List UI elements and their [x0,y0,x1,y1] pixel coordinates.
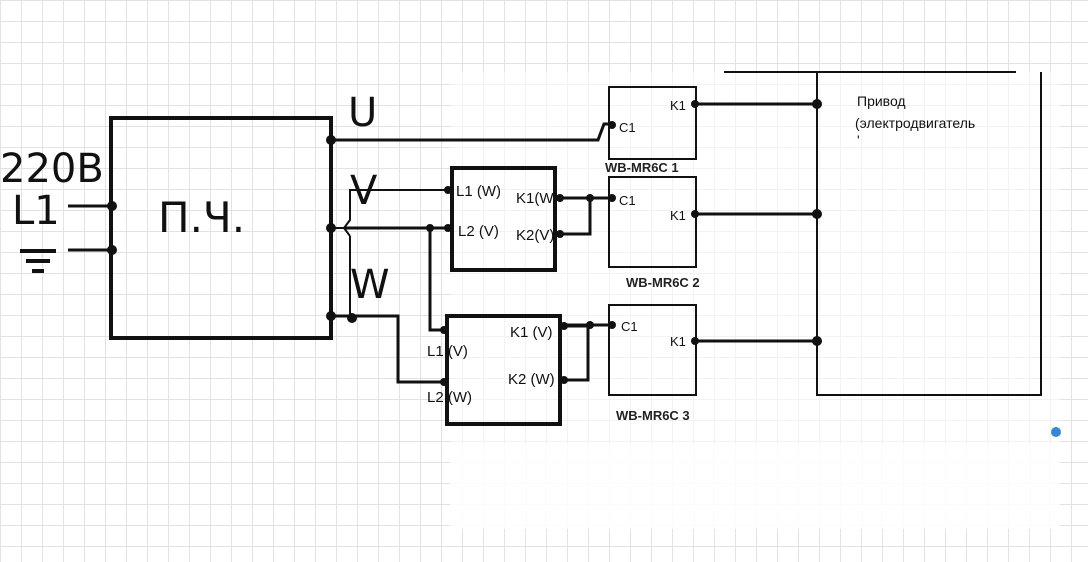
drive-box [816,72,1042,396]
reverser-2-output-junction [586,321,594,329]
reverser-1-k1-label: K1(W [516,190,554,207]
pasted-image-area [450,72,1060,444]
reverser-1-l2-label: L2 (V) [458,223,499,240]
relay-2-c1-label: C1 [619,193,636,208]
reverser-2-l2-label: L2 (W) [427,389,472,406]
reverser-2-k1-label: K1 (V) [510,324,553,341]
reverser-1-output-junction [586,194,594,202]
relay-1-box [608,86,697,160]
relay-2-box [608,176,697,268]
relay-1-k1-label: K1 [670,98,686,113]
reverser-1-k2-label: K2(V) [516,227,554,244]
pasted-image-margin [450,444,1060,529]
relay-2-name: WB-MR6C 2 [626,275,700,290]
ground-icon [20,249,56,273]
drive-label-line-3: ' [857,132,860,148]
phase-w-label: W [350,262,390,308]
supply-line-label: L1 [12,188,60,234]
relay-3-box [608,304,697,396]
supply-voltage-label: 220В [0,146,104,192]
reverser-1-l1-label: L1 (W) [456,183,501,200]
drive-label-line-1: Привод [857,93,906,109]
phase-w-to-reverser2-l2-wire [352,314,444,384]
reverser-2-l1-label: L1 (V) [427,343,468,360]
frequency-converter-label: П.Ч. [158,193,245,242]
phase-u-label: U [348,90,377,136]
reverser-2-k2-label: K2 (W) [508,371,555,388]
reverser-1-bridge-wire [560,196,592,236]
relay-3-c1-label: C1 [621,319,638,334]
reverser-2-box [445,314,562,426]
selection-handle[interactable] [1051,427,1061,437]
drive-label-line-2: (электродвигатель [855,115,975,131]
relay-3-name: WB-MR6C 3 [616,408,690,423]
relay-2-k1-label: K1 [670,208,686,223]
reverser-2-bridge-wire [564,324,590,382]
relay-1-name: WB-MR6C 1 [605,160,679,175]
phase-w-to-reverser1-l1-wire [331,189,452,229]
relay-3-k1-label: K1 [670,334,686,349]
relay-1-c1-label: C1 [619,120,636,135]
reverser-1-box [450,166,557,272]
